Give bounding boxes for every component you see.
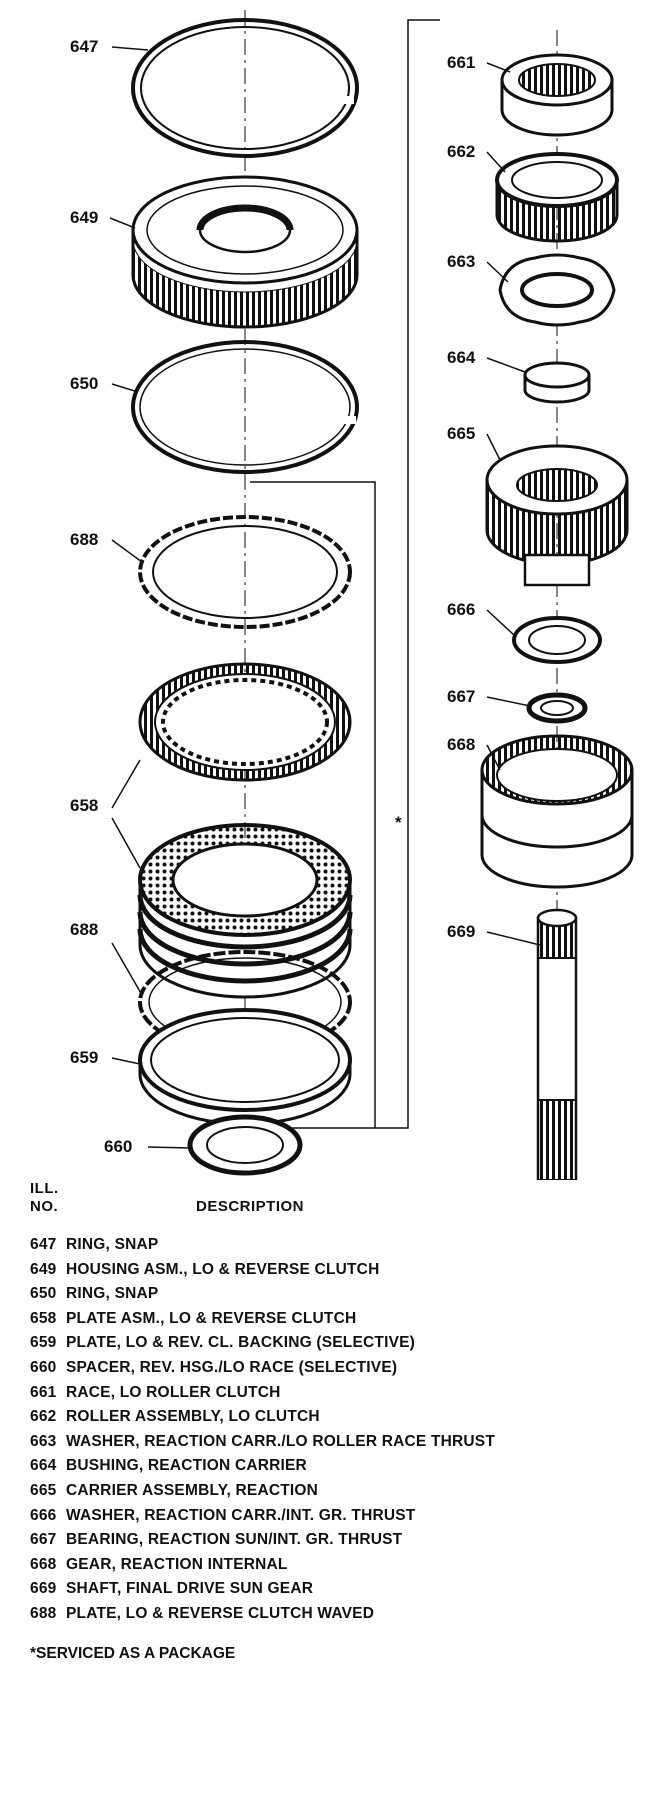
column-link-line xyxy=(270,19,440,1129)
exploded-parts-diagram: 647 649 650 688 658 688 659 660 661 662 … xyxy=(70,10,634,1180)
callout-659: 659 xyxy=(70,1048,98,1067)
legend-row: 662 ROLLER ASSEMBLY, LO CLUTCH xyxy=(30,1405,495,1430)
leader-lines xyxy=(109,46,541,1149)
legend-row: 688 PLATE, LO & REVERSE CLUTCH WAVED xyxy=(30,1602,495,1627)
thrust-washer-663 xyxy=(498,253,616,327)
backing-plate-659 xyxy=(138,1008,352,1126)
callout-664: 664 xyxy=(447,348,476,367)
callout-688-lower: 688 xyxy=(70,920,98,939)
sun-gear-shaft-669 xyxy=(536,908,578,1180)
carrier-assembly-665 xyxy=(485,444,629,587)
snap-ring-650 xyxy=(131,340,359,474)
legend-row: 658 PLATE ASM., LO & REVERSE CLUTCH xyxy=(30,1307,495,1332)
legend-row: 664 BUSHING, REACTION CARRIER xyxy=(30,1454,495,1479)
legend-description: PLATE, LO & REV. CL. BACKING (SELECTIVE) xyxy=(66,1334,416,1352)
clutch-plate-658-upper xyxy=(138,662,352,782)
roller-assembly-662 xyxy=(495,152,619,243)
legend-row: 665 CARRIER ASSEMBLY, REACTION xyxy=(30,1479,495,1504)
waved-plate-688-upper xyxy=(138,515,352,629)
callout-661: 661 xyxy=(447,53,475,72)
package-bracket xyxy=(250,481,376,1128)
internal-gear-668 xyxy=(480,734,634,889)
bushing-664 xyxy=(523,361,591,404)
legend-number: 647 xyxy=(30,1236,57,1253)
legend-description: SPACER, REV. HSG./LO RACE (SELECTIVE) xyxy=(66,1358,398,1376)
callout-650: 650 xyxy=(70,374,98,393)
legend-number: 662 xyxy=(30,1408,57,1426)
legend-number: 660 xyxy=(30,1358,57,1376)
legend-description: PLATE, LO & REVERSE CLUTCH WAVED xyxy=(66,1604,375,1622)
callout-662: 662 xyxy=(447,142,475,161)
callout-658: 658 xyxy=(70,796,98,815)
housing-649 xyxy=(131,175,359,329)
legend-row: 659 PLATE, LO & REV. CL. BACKING (SELECTI… xyxy=(30,1331,495,1356)
legend-row: 668 GEAR, REACTION INTERNAL xyxy=(30,1553,495,1578)
legend-header-no: NO. xyxy=(30,1198,59,1215)
race-661 xyxy=(500,53,614,137)
callout-688-upper: 688 xyxy=(70,530,98,549)
legend-description: PLATE ASM., LO & REVERSE CLUTCH xyxy=(66,1309,357,1327)
legend-number: 668 xyxy=(30,1555,57,1573)
legend-description: HOUSING ASM., LO & REVERSE CLUTCH xyxy=(66,1260,380,1278)
legend-description: RING, SNAP xyxy=(66,1285,159,1303)
callout-649: 649 xyxy=(70,208,98,227)
legend-row: 650 RING, SNAP xyxy=(30,1282,495,1307)
legend-row: 663 WASHER, REACTION CARR./LO ROLLER RACE… xyxy=(30,1430,495,1455)
legend-header-ill: ILL. xyxy=(30,1180,59,1197)
legend-description: SHAFT, FINAL DRIVE SUN GEAR xyxy=(66,1580,314,1598)
legend-number: 665 xyxy=(30,1481,57,1499)
callout-669: 669 xyxy=(447,922,475,941)
legend-description: WASHER, REACTION CARR./LO ROLLER RACE TH… xyxy=(66,1432,496,1450)
snap-ring-647 xyxy=(131,18,359,158)
legend-number: 649 xyxy=(30,1260,57,1278)
thrust-washer-666 xyxy=(512,616,602,664)
callout-667: 667 xyxy=(447,687,475,706)
clutch-plate-stack-658 xyxy=(137,823,353,999)
legend-description: WASHER, REACTION CARR./INT. GR. THRUST xyxy=(66,1506,416,1524)
legend-number: 666 xyxy=(30,1506,57,1524)
spacer-660 xyxy=(187,1114,303,1176)
legend-number: 663 xyxy=(30,1432,57,1450)
callout-647: 647 xyxy=(70,37,98,56)
legend-row: 660 SPACER, REV. HSG./LO RACE (SELECTIVE) xyxy=(30,1356,495,1381)
legend-row: 666 WASHER, REACTION CARR./INT. GR. THRUS… xyxy=(30,1504,495,1529)
legend-row: 661 RACE, LO ROLLER CLUTCH xyxy=(30,1381,495,1406)
callout-665: 665 xyxy=(447,424,475,443)
legend-description: ROLLER ASSEMBLY, LO CLUTCH xyxy=(66,1408,320,1426)
legend-number: 661 xyxy=(30,1383,57,1401)
legend-row: 647 RING, SNAP xyxy=(30,1233,495,1258)
callout-660: 660 xyxy=(104,1137,132,1156)
legend-row: 669 SHAFT, FINAL DRIVE SUN GEAR xyxy=(30,1577,495,1602)
thrust-bearing-667 xyxy=(526,692,588,724)
callout-668: 668 xyxy=(447,735,475,754)
legend-description: GEAR, REACTION INTERNAL xyxy=(66,1555,288,1573)
legend-number: 659 xyxy=(30,1334,57,1352)
legend-description: RING, SNAP xyxy=(66,1236,159,1253)
legend-header-description: DESCRIPTION xyxy=(196,1198,305,1215)
package-asterisk: * xyxy=(395,813,402,832)
legend-row: 649 HOUSING ASM., LO & REVERSE CLUTCH xyxy=(30,1258,495,1283)
legend-number: 664 xyxy=(30,1457,57,1475)
legend-footnote: *SERVICED AS A PACKAGE xyxy=(30,1645,236,1662)
legend-description: CARRIER ASSEMBLY, REACTION xyxy=(66,1481,319,1499)
legend-row: 667 BEARING, REACTION SUN/INT. GR. THRUST xyxy=(30,1528,495,1553)
legend-description: BUSHING, REACTION CARRIER xyxy=(66,1457,307,1475)
legend-number: 658 xyxy=(30,1309,57,1327)
legend-description: BEARING, REACTION SUN/INT. GR. THRUST xyxy=(66,1531,403,1549)
callout-663: 663 xyxy=(447,252,475,271)
callout-666: 666 xyxy=(447,600,475,619)
legend-number: 667 xyxy=(30,1531,57,1549)
legend-description: RACE, LO ROLLER CLUTCH xyxy=(66,1383,281,1401)
legend-number: 650 xyxy=(30,1285,57,1303)
legend-number: 669 xyxy=(30,1580,57,1598)
legend-number: 688 xyxy=(30,1604,57,1622)
